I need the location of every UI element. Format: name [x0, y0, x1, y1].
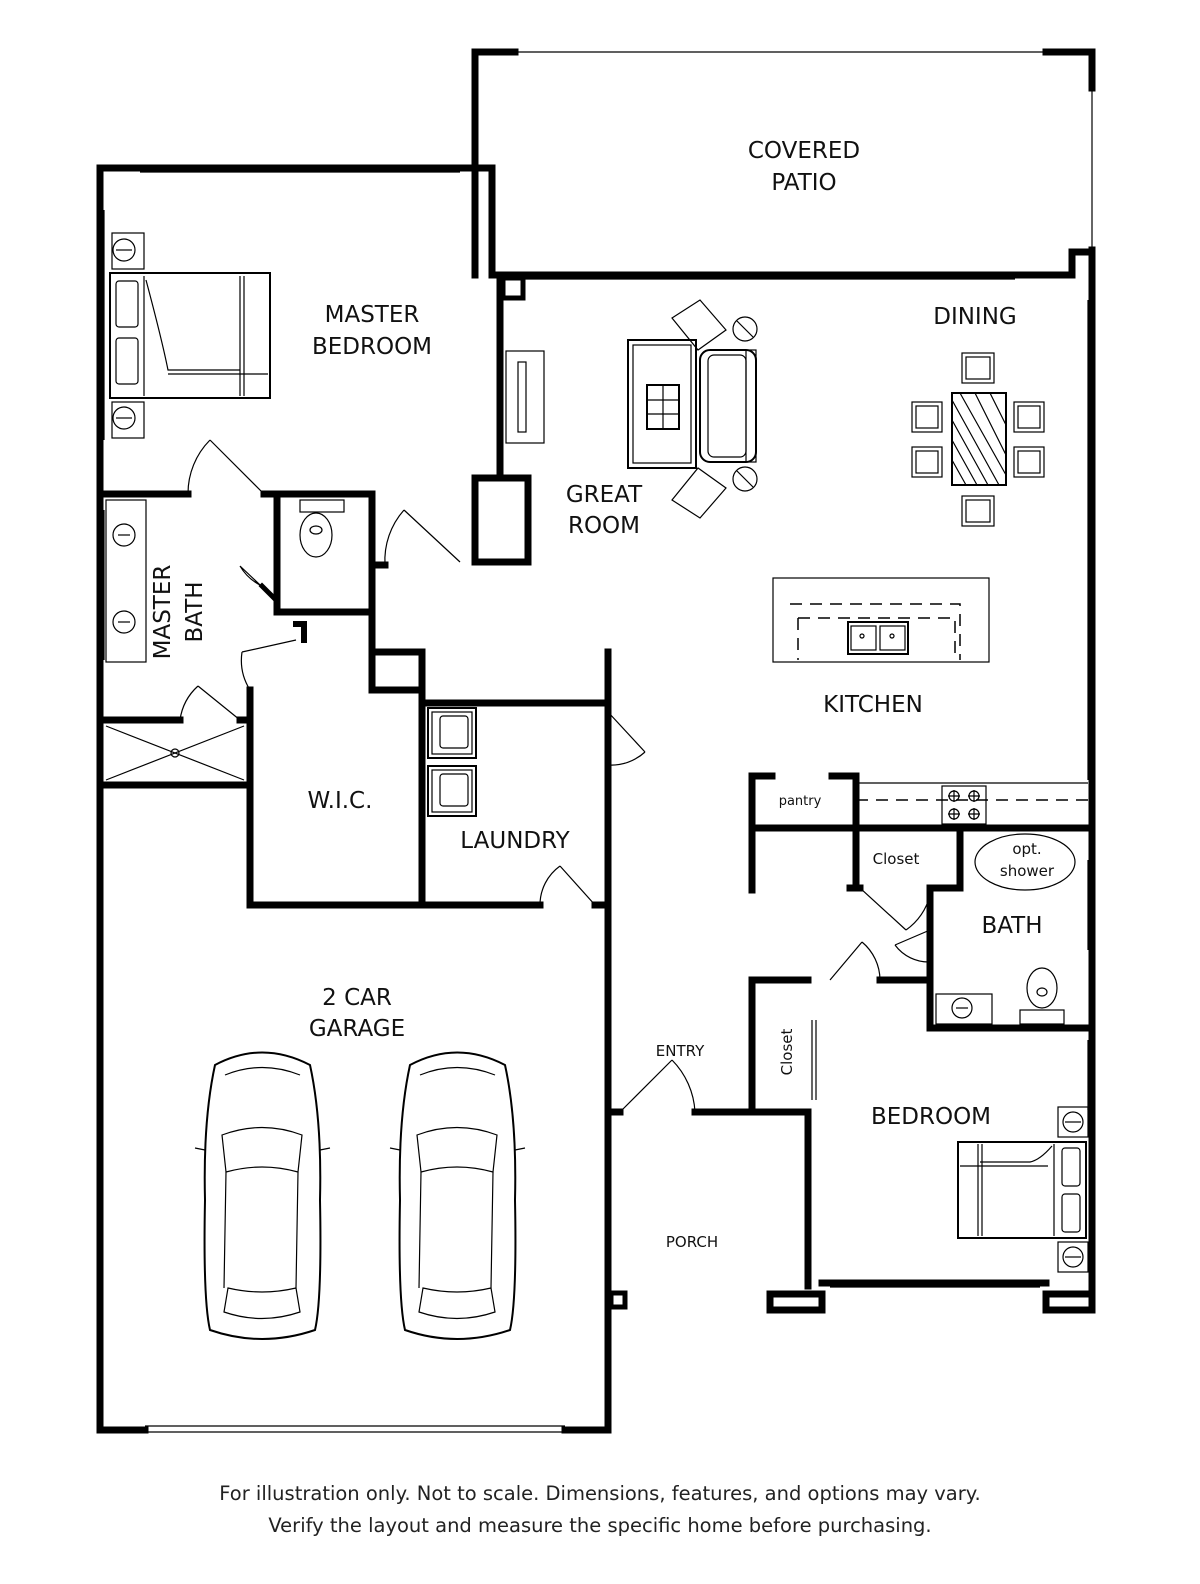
covered-patio-label-2: PATIO [771, 170, 836, 196]
laundry-label: LAUNDRY [460, 828, 570, 854]
great-room-furniture [505, 299, 758, 519]
entry-label: ENTRY [656, 1042, 705, 1060]
garage-label: 2 CAR [322, 985, 392, 1011]
bath-label: BATH [981, 913, 1042, 939]
dining-label: DINING [933, 304, 1017, 330]
kitchen-label: KITCHEN [823, 692, 923, 718]
laundry-appliances [427, 707, 477, 817]
kitchen-counter [856, 782, 1088, 825]
porch-label: PORCH [666, 1233, 718, 1251]
bedroom-label: BEDROOM [871, 1104, 991, 1130]
master-bath-label: MASTER [150, 565, 176, 660]
bath-fixtures [935, 833, 1076, 1025]
pantry-label: pantry [779, 794, 822, 809]
closet-bedroom-label: Closet [778, 1029, 796, 1076]
wic-label: W.I.C. [308, 788, 373, 814]
garage-label-2: GARAGE [309, 1016, 405, 1042]
floor-plan: COVERED PATIO MASTER BEDROOM DINING GREA… [96, 48, 1096, 1434]
disclaimer-line-1: For illustration only. Not to scale. Dim… [219, 1482, 981, 1505]
doors [179, 439, 931, 1113]
great-room-label-2: ROOM [568, 513, 640, 539]
car-right [389, 1051, 526, 1340]
closet-hall-label: Closet [873, 850, 920, 868]
master-bedroom-label-2: BEDROOM [312, 334, 432, 360]
opt-shower-label-2: shower [1000, 862, 1055, 880]
kitchen-island [772, 577, 990, 663]
car-left [194, 1051, 331, 1340]
opt-shower-label: opt. [1012, 840, 1041, 858]
room-labels: COVERED PATIO MASTER BEDROOM DINING GREA… [150, 138, 1055, 1251]
master-bath-label-2: BATH [182, 581, 208, 642]
exterior-walls [96, 164, 1096, 1434]
bedroom-bed [957, 1106, 1089, 1273]
master-bedroom-label: MASTER [325, 302, 420, 328]
covered-patio-label: COVERED [748, 138, 860, 164]
great-room-label: GREAT [566, 482, 643, 508]
covered-patio-outline [471, 48, 1096, 279]
interior-walls [96, 271, 1092, 1116]
disclaimer-line-2: Verify the layout and measure the specif… [268, 1514, 932, 1537]
master-bed [109, 232, 271, 439]
master-bath-vanity [105, 499, 345, 781]
dining-set [911, 352, 1045, 527]
